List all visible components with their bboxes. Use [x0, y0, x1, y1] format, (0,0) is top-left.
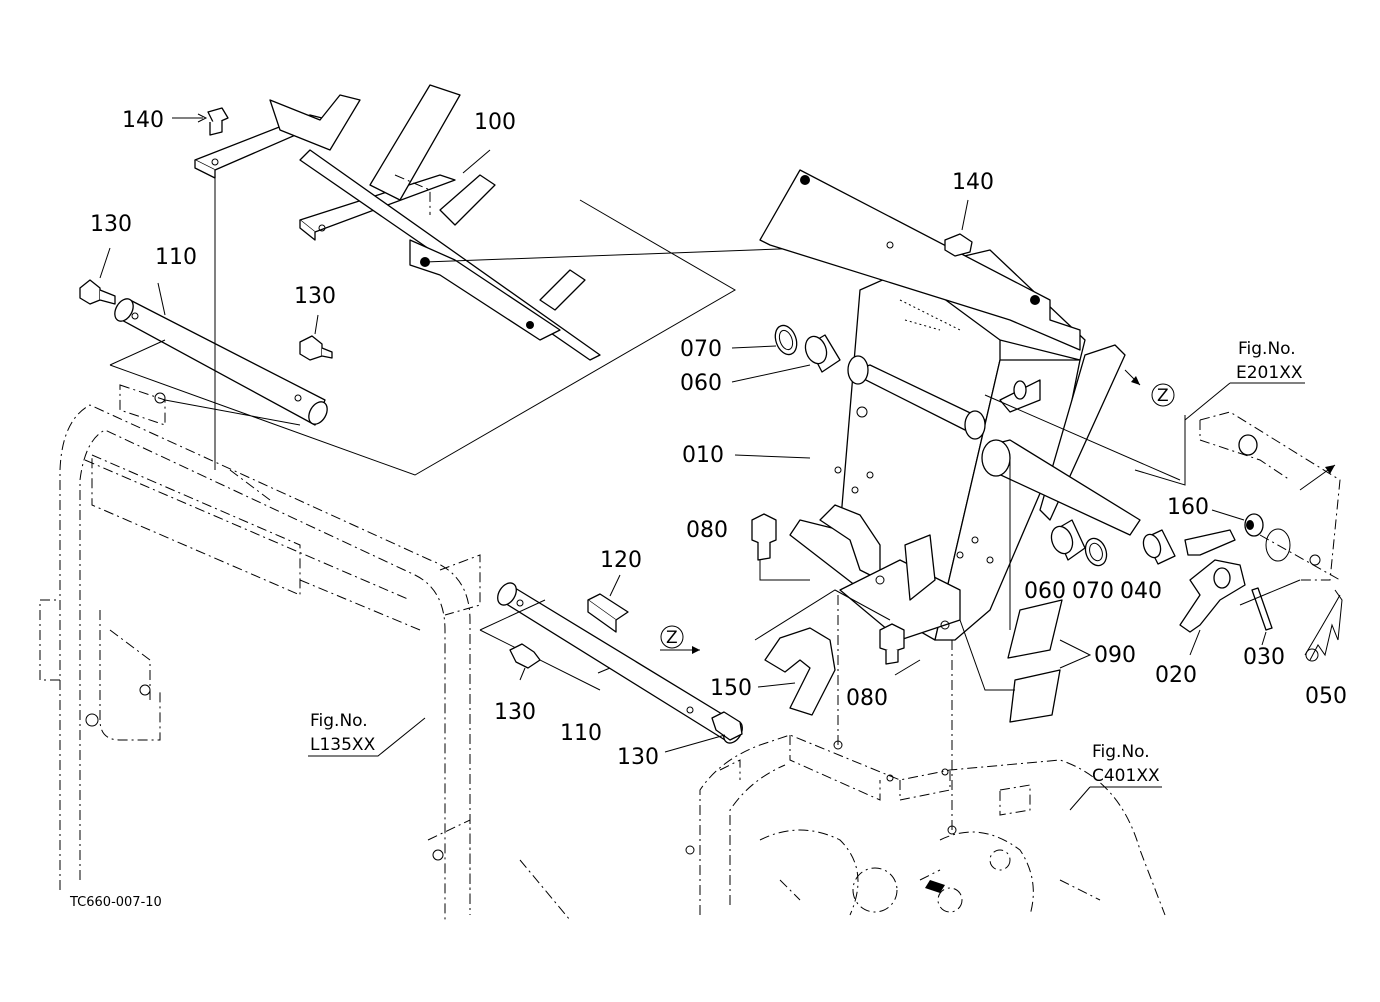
- label-130-c: 130: [494, 700, 536, 725]
- part-labels: 140 100 130 110 130 140 070 060 010 080 …: [69, 108, 1347, 910]
- part-060-bearing-upper: [731, 334, 841, 383]
- view-marker-z-right: Z: [1157, 386, 1169, 406]
- drawing-code: TC660-007-10: [69, 895, 162, 910]
- part-030-pin: [1251, 587, 1273, 646]
- part-130-bolt-a: [79, 247, 116, 305]
- fig-ref-l135-code: L135XX: [310, 735, 376, 755]
- fig-ref-e201-prefix: Fig.No.: [1238, 339, 1296, 359]
- label-100: 100: [474, 110, 516, 135]
- label-040: 040: [1120, 579, 1162, 604]
- view-arrow-center: [660, 625, 700, 654]
- fig-ref-c401-code: C401XX: [1092, 766, 1160, 786]
- fig-ref-c401-prefix: Fig.No.: [1092, 742, 1150, 762]
- part-100-bracket: [194, 84, 601, 361]
- transmission-housing: [685, 734, 1166, 916]
- fig-ref-l135-leader: [308, 717, 426, 757]
- label-080-a: 080: [686, 518, 728, 543]
- label-010: 010: [682, 443, 724, 468]
- label-060-lower: 060: [1024, 579, 1066, 604]
- part-160-pin: [1211, 509, 1264, 537]
- guide-line-6: [959, 619, 1015, 691]
- label-070-upper: 070: [680, 337, 722, 362]
- label-130-a: 130: [90, 212, 132, 237]
- part-130-bolt-d: [664, 711, 743, 753]
- part-060-bearing-lower: [1050, 519, 1086, 561]
- part-150-pedal-pad: [754, 589, 891, 716]
- part-130-bolt-b: [299, 314, 333, 361]
- label-030: 030: [1243, 645, 1285, 670]
- label-140-right: 140: [952, 170, 994, 195]
- part-050-spring: [1304, 589, 1343, 662]
- part-010-bracket-plate: [734, 169, 1126, 641]
- part-shaft-lower: [981, 379, 1141, 536]
- view-marker-z-center: Z: [666, 628, 678, 648]
- part-080-bolt-b: [879, 623, 921, 676]
- label-120: 120: [600, 548, 642, 573]
- label-150: 150: [710, 676, 752, 701]
- label-140-top: 140: [122, 108, 164, 133]
- label-110-upper: 110: [155, 245, 197, 270]
- part-070-ring-upper: [731, 324, 798, 356]
- label-050: 050: [1305, 684, 1347, 709]
- label-130-b: 130: [294, 284, 336, 309]
- label-090: 090: [1094, 643, 1136, 668]
- part-040-bushing: [1142, 529, 1176, 565]
- part-140-bolt-right: [944, 199, 973, 257]
- fig-ref-c401-leader: [1069, 786, 1162, 811]
- label-060-upper: 060: [680, 371, 722, 396]
- part-110-rod-upper: [114, 282, 328, 426]
- part-090-pads: [1007, 599, 1092, 723]
- label-070-lower: 070: [1072, 579, 1114, 604]
- part-130-bolt-c: [509, 643, 541, 681]
- view-arrow-right: [1124, 369, 1175, 407]
- label-110-lower: 110: [560, 721, 602, 746]
- guide-line-5: [984, 394, 1181, 481]
- mounting-plane-outline: [109, 199, 736, 476]
- label-080-b: 080: [846, 686, 888, 711]
- fig-ref-e201-code: E201XX: [1236, 363, 1303, 383]
- part-070-ring-lower: [1084, 537, 1108, 567]
- fig-ref-l135-prefix: Fig.No.: [310, 711, 368, 731]
- rops-frame-left: [39, 384, 571, 921]
- label-020: 020: [1155, 663, 1197, 688]
- label-160: 160: [1167, 495, 1209, 520]
- part-080-bolt-a: [751, 513, 810, 581]
- fig-ref-e201-leader: [1184, 382, 1305, 421]
- right-bracket-e201: [1134, 411, 1341, 606]
- label-130-d: 130: [617, 745, 659, 770]
- part-020-lever: [1179, 529, 1246, 656]
- part-120-clip: [587, 574, 629, 633]
- part-140-bolt-top: [172, 107, 229, 136]
